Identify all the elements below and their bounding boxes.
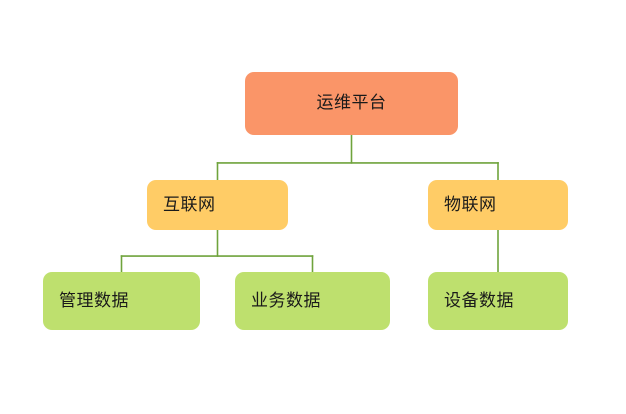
node-leaf-device-data[interactable]: 设备数据 xyxy=(428,272,568,330)
node-root-label: 运维平台 xyxy=(316,93,387,114)
node-branch-internet[interactable]: 互联网 xyxy=(147,180,288,230)
node-leaf-device-data-label: 设备数据 xyxy=(444,290,514,311)
node-branch-iot[interactable]: 物联网 xyxy=(428,180,568,230)
node-branch-internet-label: 互联网 xyxy=(163,194,216,215)
node-leaf-management-data[interactable]: 管理数据 xyxy=(43,272,200,330)
node-root-ops-platform[interactable]: 运维平台 xyxy=(245,72,458,135)
node-leaf-business-data[interactable]: 业务数据 xyxy=(235,272,390,330)
node-leaf-management-data-label: 管理数据 xyxy=(59,290,129,311)
node-leaf-business-data-label: 业务数据 xyxy=(251,290,321,311)
node-branch-iot-label: 物联网 xyxy=(444,194,497,215)
